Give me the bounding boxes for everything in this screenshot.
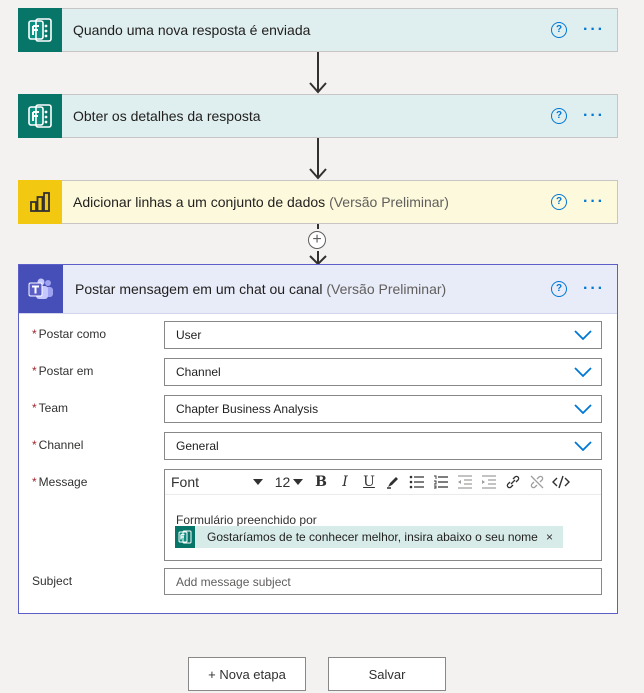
- decrease-indent-icon[interactable]: [453, 470, 477, 494]
- save-button[interactable]: Salvar: [328, 657, 446, 691]
- post-in-dropdown[interactable]: Channel: [164, 358, 602, 386]
- post-as-value: User: [176, 328, 202, 342]
- unlink-icon[interactable]: [525, 470, 549, 494]
- highlight-pen-icon[interactable]: [381, 470, 405, 494]
- help-icon[interactable]: ?: [551, 194, 568, 210]
- preview-label: (Versão Preliminar): [329, 194, 449, 210]
- underline-icon[interactable]: U: [363, 474, 375, 490]
- preview-label: (Versão Preliminar): [326, 281, 447, 297]
- message-text: Formulário preenchido por: [176, 513, 317, 527]
- message-label: *Message: [32, 475, 88, 489]
- more-options-icon[interactable]: ···: [583, 21, 605, 38]
- step-title: Postar mensagem em um chat ou canal (Ver…: [75, 281, 447, 297]
- remove-token-icon[interactable]: ×: [545, 530, 553, 544]
- teams-icon: [19, 265, 63, 313]
- post-as-dropdown[interactable]: User: [164, 321, 602, 349]
- arrow-down-icon: [309, 138, 327, 180]
- step-title: Quando uma nova resposta é enviada: [73, 22, 311, 38]
- forms-icon: [175, 526, 195, 548]
- help-icon[interactable]: ?: [551, 281, 568, 297]
- font-family-select[interactable]: Font: [165, 470, 269, 494]
- new-step-button[interactable]: + Nova etapa: [188, 657, 306, 691]
- more-options-icon[interactable]: ···: [583, 193, 605, 210]
- team-label: *Team: [32, 401, 69, 415]
- italic-icon[interactable]: I: [342, 474, 348, 490]
- step-card-form-trigger[interactable]: Quando uma nova resposta é enviada ? ···: [18, 7, 618, 52]
- bold-icon[interactable]: B: [315, 474, 327, 490]
- numbered-list-icon[interactable]: [429, 470, 453, 494]
- subject-label: Subject: [32, 574, 73, 588]
- help-icon[interactable]: ?: [551, 108, 568, 124]
- step-title: Adicionar linhas a um conjunto de dados …: [73, 194, 449, 210]
- more-options-icon[interactable]: ···: [583, 107, 605, 124]
- chevron-down-icon: [574, 367, 592, 377]
- post-in-label: *Postar em: [32, 364, 94, 378]
- chevron-down-icon: [574, 330, 592, 340]
- step-card-add-rows[interactable]: Adicionar linhas a um conjunto de dados …: [18, 179, 618, 224]
- step-header[interactable]: Postar mensagem em um chat ou canal (Ver…: [19, 265, 617, 314]
- channel-dropdown[interactable]: General: [164, 432, 602, 460]
- step-card-get-response[interactable]: Obter os detalhes da resposta ? ···: [18, 93, 618, 138]
- caret-down-icon: [253, 479, 263, 485]
- link-icon[interactable]: [501, 470, 525, 494]
- more-options-icon[interactable]: ···: [583, 280, 605, 297]
- bullet-list-icon[interactable]: [405, 470, 429, 494]
- team-value: Chapter Business Analysis: [176, 402, 319, 416]
- forms-icon: [18, 7, 62, 52]
- power-bi-icon: [18, 179, 62, 224]
- add-step-button[interactable]: +: [308, 231, 326, 249]
- forms-icon: [18, 93, 62, 138]
- post-as-label: *Postar como: [32, 327, 107, 341]
- arrow-down-icon: [309, 52, 327, 94]
- subject-placeholder: Add message subject: [176, 574, 291, 589]
- step-card-post-message: Postar mensagem em um chat ou canal (Ver…: [18, 264, 618, 614]
- team-dropdown[interactable]: Chapter Business Analysis: [164, 395, 602, 423]
- chevron-down-icon: [574, 404, 592, 414]
- increase-indent-icon[interactable]: [477, 470, 501, 494]
- editor-toolbar: Font 12 B I U: [165, 470, 601, 495]
- step-title: Obter os detalhes da resposta: [73, 108, 261, 124]
- font-size-select[interactable]: 12: [269, 470, 309, 494]
- token-label: Gostaríamos de te conhecer melhor, insir…: [207, 530, 538, 544]
- message-editor[interactable]: Font 12 B I U: [164, 469, 602, 561]
- chevron-down-icon: [574, 441, 592, 451]
- caret-down-icon: [293, 479, 304, 485]
- post-in-value: Channel: [176, 365, 221, 379]
- help-icon[interactable]: ?: [551, 22, 568, 38]
- channel-value: General: [176, 439, 219, 453]
- subject-input[interactable]: Add message subject: [164, 568, 602, 595]
- dynamic-content-token[interactable]: Gostaríamos de te conhecer melhor, insir…: [175, 526, 563, 548]
- code-view-icon[interactable]: [549, 470, 573, 494]
- channel-label: *Channel: [32, 438, 84, 452]
